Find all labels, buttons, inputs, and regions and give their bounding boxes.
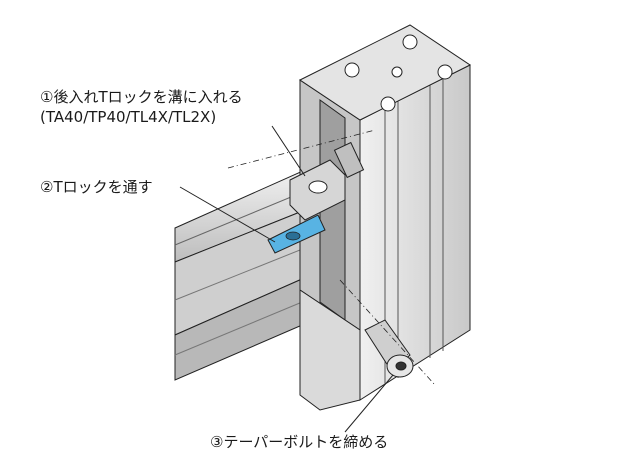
end-cap-center-hole [391, 66, 403, 78]
callout-step1-title: ①後入れTロックを溝に入れる [40, 88, 243, 106]
end-cap-hole [402, 34, 418, 50]
leader-line-step1 [271, 125, 306, 177]
vertical-extrusion-top-cap [299, 24, 471, 121]
t-lock-hole [285, 231, 301, 241]
end-cap-hole [380, 96, 396, 112]
axis-line [227, 129, 376, 169]
tapered-bolt-lower [364, 319, 414, 378]
leader-line-step2 [179, 186, 276, 243]
vertical-extrusion-bottom-face [299, 289, 361, 411]
end-cap-hole [437, 64, 453, 80]
callout-step2: ②Tロックを通す [40, 178, 153, 196]
leader-line-step3 [344, 374, 394, 433]
axis-lines [227, 129, 436, 386]
bolt-socket [395, 361, 407, 371]
callout-step3: ③テーパーボルトを締める [210, 433, 389, 451]
leader-lines [179, 125, 394, 433]
t-lock-upper-hole [308, 180, 328, 194]
callout-step1-models: (TA40/TP40/TL4X/TL2X) [40, 108, 217, 126]
end-cap-hole [344, 62, 360, 78]
axis-line [339, 279, 436, 386]
tapered-bolt-upper [333, 141, 365, 179]
vertical-extrusion-front-face [359, 64, 471, 401]
